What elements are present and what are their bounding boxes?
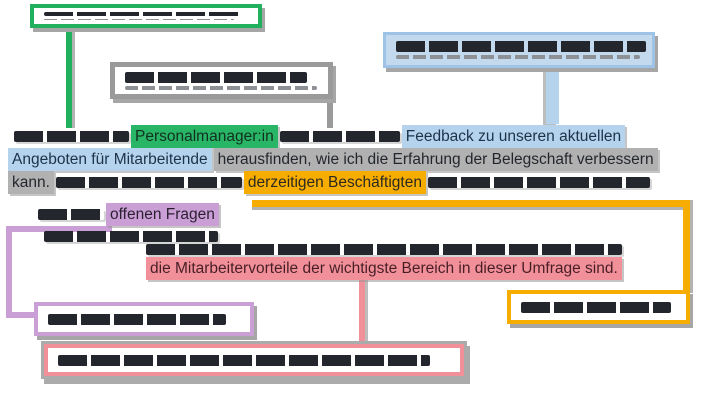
redacted-text-run bbox=[55, 177, 242, 188]
emphasis-callout-redacted-text bbox=[58, 354, 430, 366]
question-bracket-foot bbox=[6, 312, 36, 318]
prompt-line-1: Personalmanager:in Feedback zu unseren a… bbox=[14, 125, 626, 148]
prompt-line-2: Angeboten für Mitarbeitende herausfinden… bbox=[8, 148, 658, 171]
question-callout-redacted-text bbox=[48, 313, 226, 325]
question-bracket-vertical bbox=[6, 226, 12, 318]
highlight-persona: Personalmanager:in bbox=[131, 125, 278, 148]
audience-bracket-vertical bbox=[683, 200, 690, 293]
persona-callout-redacted-subtext bbox=[44, 18, 234, 20]
highlight-task-line2: kann. bbox=[8, 171, 54, 194]
prompt-line-3: kann. derzeitigen Beschäftigten bbox=[8, 171, 650, 194]
prompt-line-4: offenen Fragen bbox=[38, 203, 219, 226]
highlight-question-type: offenen Fragen bbox=[106, 203, 219, 226]
persona-connector-line bbox=[66, 24, 72, 128]
prompt-line-6 bbox=[146, 244, 622, 255]
context-callout-box bbox=[383, 32, 655, 68]
prompt-line-7: die Mitarbeitervorteile der wichtigste B… bbox=[146, 257, 622, 280]
highlight-audience: derzeitigen Beschäftigten bbox=[243, 171, 426, 194]
context-connector-line bbox=[546, 64, 559, 124]
audience-callout-redacted-text bbox=[521, 301, 671, 313]
highlight-context-line2: Angeboten für Mitarbeitende bbox=[8, 148, 212, 171]
redacted-text-run bbox=[44, 231, 218, 242]
audience-bracket-horizontal bbox=[252, 200, 690, 207]
highlight-context-line1: Feedback zu unseren aktuellen bbox=[401, 125, 626, 148]
emphasis-callout-box bbox=[44, 344, 464, 376]
redacted-text-run bbox=[38, 209, 104, 220]
emphasis-connector-line bbox=[359, 278, 365, 348]
task-callout-box bbox=[110, 62, 333, 99]
redacted-text-run bbox=[427, 177, 650, 188]
task-connector-line bbox=[327, 94, 333, 128]
context-callout-redacted-text bbox=[396, 41, 646, 52]
audience-callout-box bbox=[507, 290, 690, 324]
redacted-text-run bbox=[146, 244, 622, 255]
task-callout-redacted-text bbox=[125, 71, 307, 83]
redacted-text-run bbox=[279, 131, 400, 142]
question-callout-box bbox=[34, 302, 254, 336]
prompt-line-5 bbox=[44, 231, 218, 242]
task-callout-redacted-subtext bbox=[125, 85, 317, 90]
persona-callout-box bbox=[30, 4, 262, 28]
highlight-emphasis: die Mitarbeitervorteile der wichtigste B… bbox=[146, 257, 622, 280]
redacted-text-run bbox=[14, 131, 129, 142]
highlight-task-line1: herausfinden, wie ich die Erfahrung der … bbox=[213, 148, 658, 171]
question-bracket-horizontal bbox=[6, 226, 112, 232]
context-callout-redacted-subtext bbox=[396, 55, 640, 59]
persona-callout-redacted-text bbox=[44, 12, 242, 16]
